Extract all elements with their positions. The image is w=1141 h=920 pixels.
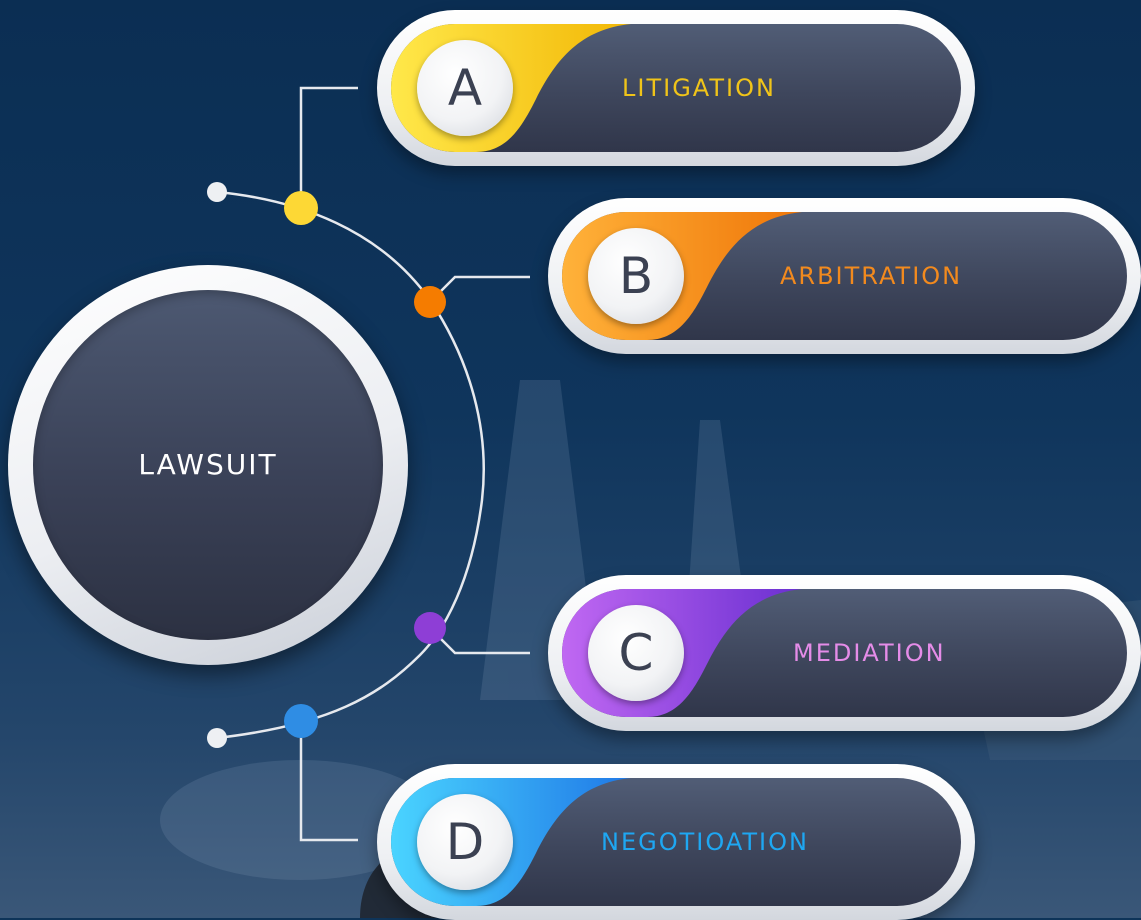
item-card-c: C MEDIATION [548, 575, 1141, 731]
item-card-b: B ARBITRATION [548, 198, 1141, 354]
item-card-d-body: D NEGOTIOATION [391, 778, 961, 906]
item-label-d: NEGOTIOATION [601, 828, 809, 856]
endpoint-dot-top [207, 182, 227, 202]
node-dot-d [284, 704, 318, 738]
item-label-a: LITIGATION [622, 74, 776, 102]
item-card-b-body: B ARBITRATION [562, 212, 1127, 340]
center-label: LAWSUIT [138, 448, 278, 481]
center-node: LAWSUIT [8, 265, 408, 665]
item-label-b: ARBITRATION [780, 262, 963, 290]
endpoint-dot-bottom [207, 728, 227, 748]
item-card-c-body: C MEDIATION [562, 589, 1127, 717]
item-card-a-body: A LITIGATION [391, 24, 961, 152]
node-dot-c [414, 612, 446, 644]
connector-d [299, 721, 358, 842]
item-letter-a: A [417, 40, 513, 136]
arc-line [216, 190, 485, 740]
center-core: LAWSUIT [33, 290, 383, 640]
item-card-a: A LITIGATION [377, 10, 975, 166]
item-letter-b: B [588, 228, 684, 324]
item-letter-c: C [588, 605, 684, 701]
node-dot-b [414, 286, 446, 318]
item-label-c: MEDIATION [793, 639, 946, 667]
node-dot-a [284, 191, 318, 225]
item-letter-d: D [417, 794, 513, 890]
connector-a [299, 86, 358, 208]
item-card-d: D NEGOTIOATION [377, 764, 975, 920]
